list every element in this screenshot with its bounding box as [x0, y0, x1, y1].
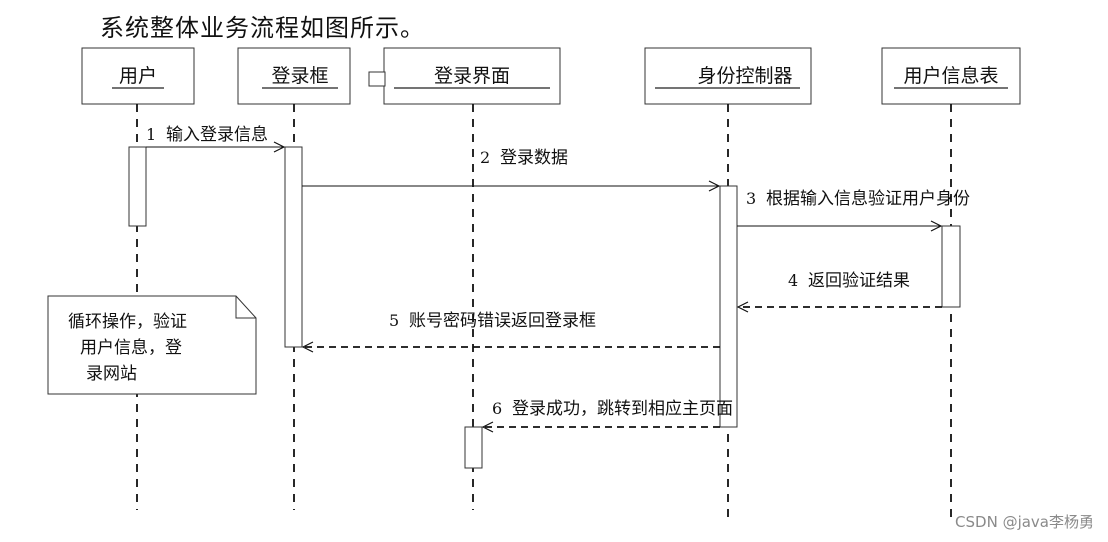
participant-user-info-table: 用户信息表	[881, 47, 1021, 105]
message-3-number: 3	[746, 189, 756, 208]
activation-login-page	[464, 426, 483, 469]
participant-user-info-table-label: 用户信息表	[903, 65, 998, 87]
activation-user-info-table	[941, 225, 961, 308]
message-6-number: 6	[492, 399, 502, 418]
message-1-number: 1	[146, 125, 156, 144]
participant-user: 用户	[81, 47, 195, 105]
message-2-text: 登录数据	[500, 148, 568, 168]
message-6-text: 登录成功，跳转到相应主页面	[512, 399, 733, 419]
message-1: 1 输入登录信息	[146, 125, 284, 147]
participant-login-box-label: 登录框	[271, 65, 328, 87]
message-1-text: 输入登录信息	[166, 125, 268, 145]
message-5-text: 账号密码错误返回登录框	[409, 311, 596, 331]
message-4-text: 返回验证结果	[808, 271, 910, 291]
note: 循环操作，验证 用户信息，登 录网站	[47, 295, 257, 395]
message-3-text: 根据输入信息验证用户身份	[766, 189, 970, 209]
participant-login-page: 登录界面	[368, 47, 561, 105]
message-3: 3 根据输入信息验证用户身份	[737, 189, 970, 226]
activation-login-box	[284, 146, 303, 348]
message-2: 2 登录数据	[302, 148, 719, 186]
watermark: CSDN @java李杨勇	[955, 513, 1094, 531]
message-6: 6 登录成功，跳转到相应主页面	[483, 399, 733, 427]
message-5-number: 5	[389, 311, 399, 330]
participant-user-label: 用户	[119, 65, 157, 87]
participant-identity-controller-label: 身份控制器	[697, 65, 792, 87]
message-4-number: 4	[788, 271, 798, 290]
activation-identity-controller	[719, 185, 738, 428]
message-4: 4 返回验证结果	[738, 271, 942, 307]
note-line-3: 录网站	[86, 364, 137, 384]
participant-login-box: 登录框	[237, 47, 351, 105]
caption: 系统整体业务流程如图所示。	[100, 14, 425, 42]
message-2-number: 2	[480, 148, 490, 167]
message-5: 5 账号密码错误返回登录框	[303, 311, 720, 347]
component-icon	[368, 71, 386, 87]
activation-user	[128, 146, 147, 227]
note-line-2: 用户信息，登	[80, 338, 182, 358]
participant-login-page-label: 登录界面	[434, 65, 510, 87]
participant-identity-controller: 身份控制器	[644, 47, 812, 105]
note-line-1: 循环操作，验证	[68, 312, 187, 332]
